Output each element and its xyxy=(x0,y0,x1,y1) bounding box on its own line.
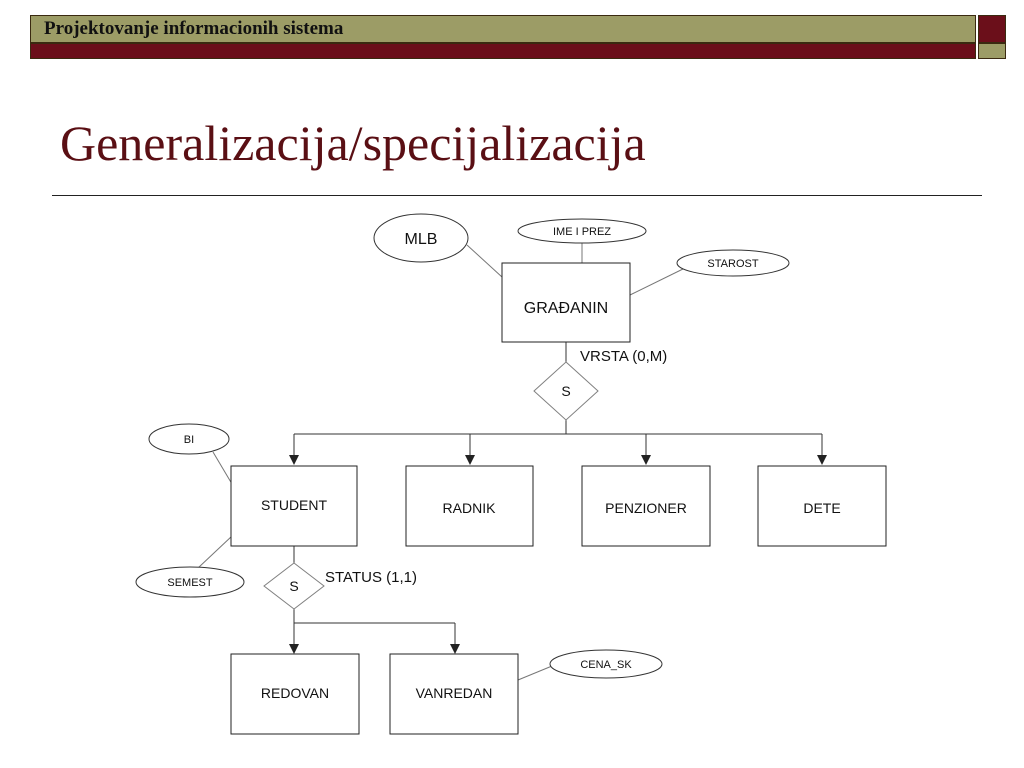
specialization-2-symbol: S xyxy=(289,578,298,594)
specialization-2-connectors xyxy=(289,546,460,654)
entity-penzioner: PENZIONER xyxy=(581,465,711,547)
specialization-diamond-2: S xyxy=(263,562,325,610)
attribute-ime-prez-label: IME I PREZ xyxy=(553,226,611,238)
entity-penzioner-label: PENZIONER xyxy=(605,500,687,516)
connector-mlb xyxy=(466,244,503,278)
slide-title: Generalizacija/specijalizacija xyxy=(60,115,646,171)
specialization-1-connectors xyxy=(289,342,827,465)
attribute-mlb: MLB xyxy=(373,213,469,263)
attribute-starost-label: STAROST xyxy=(707,258,758,270)
attribute-semest-label: SEMEST xyxy=(167,577,213,589)
entity-redovan-label: REDOVAN xyxy=(261,685,329,701)
attribute-connectors xyxy=(197,242,686,681)
attribute-starost: STAROST xyxy=(676,249,790,277)
title-divider xyxy=(52,195,982,196)
attribute-mlb-label: MLB xyxy=(405,231,438,248)
attribute-bi-label: BI xyxy=(184,434,194,446)
attribute-cena-sk: CENA_SK xyxy=(549,649,663,679)
entity-redovan: REDOVAN xyxy=(230,653,360,735)
header-olive-band xyxy=(30,15,976,43)
header-corner-red-square xyxy=(978,15,1006,43)
connector-cena-sk xyxy=(517,665,553,681)
header-corner-olive-square xyxy=(978,43,1006,59)
entity-dete: DETE xyxy=(757,465,887,547)
attribute-cena-sk-label: CENA_SK xyxy=(580,659,632,671)
entity-vanredan: VANREDAN xyxy=(389,653,519,735)
connector-semest xyxy=(197,535,233,569)
attribute-ime-prez: IME I PREZ xyxy=(517,218,647,244)
header-red-band xyxy=(30,43,976,59)
entity-radnik-label: RADNIK xyxy=(443,500,497,516)
attribute-semest: SEMEST xyxy=(135,566,245,598)
header-title: Projektovanje informacionih sistema xyxy=(44,18,344,39)
specialization-1-label: VRSTA (0,M) xyxy=(580,348,667,365)
specialization-1-symbol: S xyxy=(561,383,570,399)
entity-student: STUDENT xyxy=(230,465,358,547)
connector-bi xyxy=(212,451,233,485)
connector-starost xyxy=(629,267,686,296)
specialization-2-label: STATUS (1,1) xyxy=(325,569,417,586)
entity-gradjanin-label: GRAĐANIN xyxy=(524,300,608,317)
attribute-bi: BI xyxy=(148,423,230,455)
entity-gradjanin: GRAĐANIN xyxy=(501,262,631,343)
entity-dete-label: DETE xyxy=(803,500,840,516)
entity-student-label: STUDENT xyxy=(261,497,328,513)
entity-radnik: RADNIK xyxy=(405,465,534,547)
entity-vanredan-label: VANREDAN xyxy=(416,685,493,701)
header-bar xyxy=(30,15,1006,60)
specialization-diamond-1: S xyxy=(533,361,599,421)
